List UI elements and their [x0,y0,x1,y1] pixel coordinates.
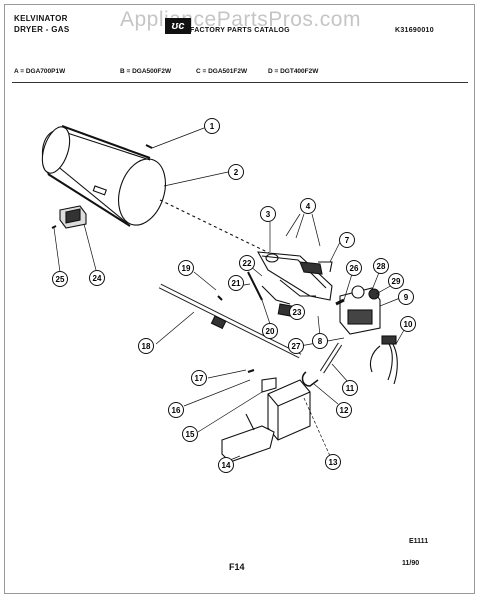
callout-8: 8 [312,333,328,349]
callout-26: 26 [346,260,362,276]
page-number: F14 [229,562,245,572]
bracket-24-part [51,205,87,229]
catalog-title: FACTORY PARTS CATALOG [190,27,290,34]
callout-16: 16 [168,402,184,418]
callout-label: 26 [350,264,359,273]
callout-25: 25 [52,271,68,287]
callout-27: 27 [288,338,304,354]
callout-label: 18 [142,342,151,351]
callout-22: 22 [239,255,255,271]
callout-11: 11 [342,380,358,396]
page-frame [4,4,475,594]
callout-21: 21 [228,275,244,291]
callout-label: 12 [340,406,349,415]
callout-7: 7 [339,232,355,248]
callout-24: 24 [89,270,105,286]
callout-label: 2 [234,168,239,177]
callout-17: 17 [191,370,207,386]
callout-label: 19 [182,264,191,273]
callout-label: 20 [266,327,275,336]
callout-label: 14 [222,461,231,470]
callout-12: 12 [336,402,352,418]
callout-28: 28 [373,258,389,274]
wiring-harness-part [369,335,398,385]
callout-13: 13 [325,454,341,470]
callout-label: 4 [306,202,311,211]
pilot-tube-part [158,283,302,359]
callout-label: 21 [232,279,241,288]
callout-label: 28 [377,262,386,271]
callout-label: 27 [292,342,301,351]
callout-label: 15 [186,430,195,439]
callout-label: 24 [93,274,102,283]
callout-label: 16 [172,406,181,415]
callout-label: 10 [404,320,413,329]
callout-29: 29 [388,273,404,289]
callout-label: 8 [318,337,323,346]
callout-1: 1 [204,118,220,134]
gas-valve-part [335,285,381,335]
callout-label: 11 [346,384,355,393]
brand-line-1: KELVINATOR [14,14,68,23]
callout-label: 29 [392,277,401,286]
burner-tube-part [41,125,166,227]
callout-label: 17 [195,374,204,383]
callout-20: 20 [262,323,278,339]
callout-9: 9 [398,289,414,305]
callout-label: 3 [266,210,271,219]
callout-14: 14 [218,457,234,473]
callout-label: 23 [293,308,302,317]
callout-label: 1 [210,122,215,131]
model-c: C = DGA501F2W [196,68,248,75]
callout-label: 25 [56,275,65,284]
callout-18: 18 [138,338,154,354]
revision-date: 11/90 [402,560,420,567]
callout-label: 13 [329,458,338,467]
callout-2: 2 [228,164,244,180]
diagram-code: E1111 [409,538,429,545]
header-rule [12,82,468,83]
callout-group: 1 2 3 4 7 8 9 10 11 12 13 14 15 16 17 18… [52,118,416,473]
callout-23: 23 [289,304,305,320]
model-b: B = DGA500F2W [120,68,172,75]
callout-label: 22 [243,259,252,268]
callout-label: 9 [404,293,409,302]
model-a: A = DGA700P1W [14,68,66,75]
callout-10: 10 [400,316,416,332]
callout-19: 19 [178,260,194,276]
callout-label: 7 [345,236,350,245]
frigidaire-logo-icon: ʊc [165,18,191,34]
callout-4: 4 [300,198,316,214]
burner-assembly-part [257,251,333,301]
brand-line-2: DRYER - GAS [14,25,70,34]
callout-3: 3 [260,206,276,222]
callout-15: 15 [182,426,198,442]
model-list: A = DGA700P1W B = DGA500F2W C = DGA501F2… [14,68,474,80]
doc-number: K31690010 [395,27,434,34]
model-d: D = DGT400F2W [268,68,319,75]
